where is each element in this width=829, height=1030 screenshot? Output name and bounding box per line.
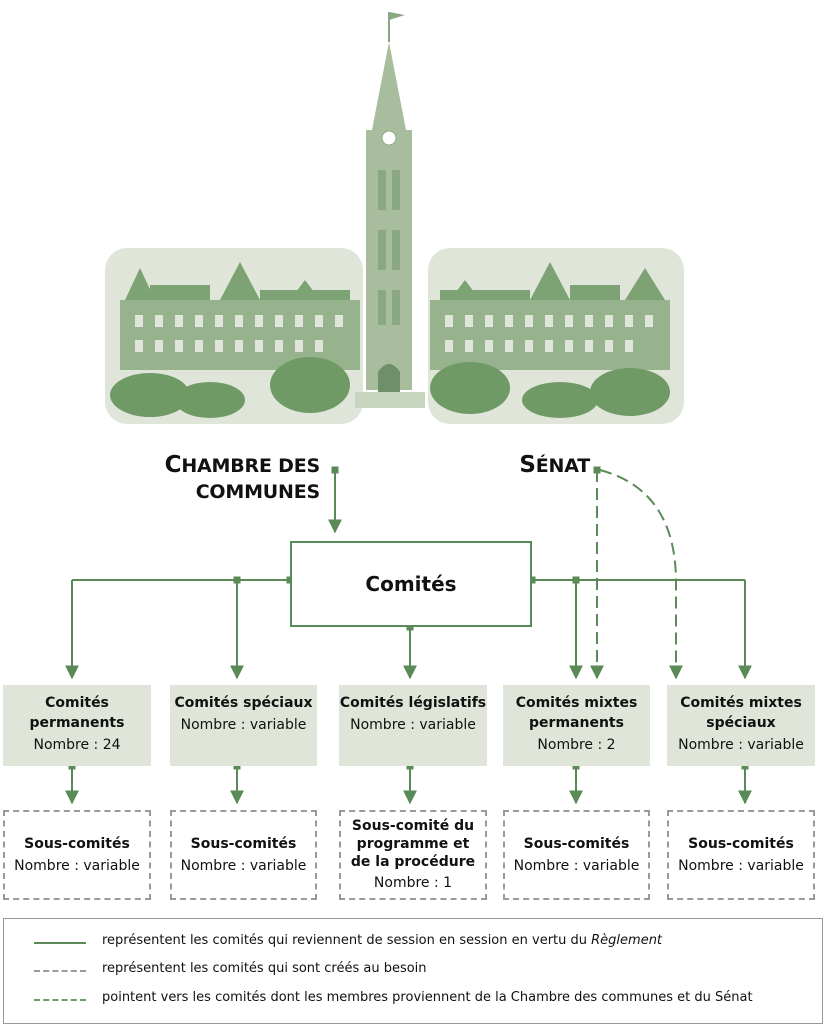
standing-committees-box: Comités permanents Nombre : 24: [3, 685, 151, 766]
category-count: Nombre : variable: [180, 717, 307, 733]
legend-dotted-line: [34, 970, 86, 972]
connector-node: [528, 576, 536, 584]
commons-line1: hambre des: [181, 455, 320, 477]
connector-node: [68, 762, 76, 770]
subcommittees-box: Sous-comités Nombre : variable: [667, 810, 815, 900]
legend-solid-prefix: représentent les comités qui reviennent …: [102, 933, 592, 948]
legend-dashed-text: pointent vers les comités dont les membr…: [102, 990, 753, 1005]
category-count: Nombre : variable: [678, 737, 804, 753]
special-committees-box: Comités spéciaux Nombre : variable: [170, 685, 317, 766]
subcommittees-box: Sous-comités Nombre : variable: [170, 810, 317, 900]
subcommittee-count: Nombre : variable: [180, 858, 307, 874]
category-count: Nombre : variable: [350, 717, 476, 733]
legend-solid-italic: Règlement: [591, 933, 663, 948]
subcommittees-box: Sous-comités Nombre : variable: [3, 810, 151, 900]
category-count: Nombre : 2: [537, 737, 616, 753]
subcommittees-box: Sous-comités Nombre : variable: [503, 810, 650, 900]
legend-row-dashed: pointent vers les comités dont les membr…: [4, 989, 822, 1009]
subcommittee-title: Sous-comité du programme et de la procéd…: [350, 818, 476, 870]
senate-initial: S: [519, 452, 536, 478]
connector-node: [593, 466, 601, 474]
house-of-commons-label: Chambre des communes: [150, 452, 321, 505]
subcommittee-count: Nombre : variable: [678, 858, 804, 874]
subcommittee-count: Nombre : variable: [513, 858, 640, 874]
legend-solid-line: [34, 942, 86, 944]
legend-solid-text: représentent les comités qui reviennent …: [102, 933, 662, 948]
connector-node: [233, 576, 241, 584]
commons-line2: communes: [195, 481, 321, 503]
special-joint-committees-box: Comités mixtes spéciaux Nombre : variabl…: [667, 685, 815, 766]
senate-label: Sénat: [490, 452, 590, 479]
legend-dashed-line: [34, 999, 86, 1001]
legend-dotted-text: représentent les comités qui sont créés …: [102, 961, 427, 976]
category-title: Comités spéciaux: [174, 695, 313, 711]
category-title: Comités mixtes spéciaux: [680, 695, 802, 731]
legend-row-solid: représentent les comités qui reviennent …: [4, 932, 822, 952]
category-title: Comités permanents: [29, 695, 125, 731]
standing-joint-committees-box: Comités mixtes permanents Nombre : 2: [503, 685, 650, 766]
category-title: Comités législatifs: [339, 695, 487, 711]
connector-node: [233, 762, 241, 770]
connector-node: [331, 466, 339, 474]
subcommittee-title: Sous-comités: [190, 836, 297, 852]
subcommittee-title: Sous-comités: [523, 836, 630, 852]
category-count: Nombre : 24: [33, 737, 121, 753]
subcommittee-title: Sous-comités: [24, 836, 130, 852]
connector-node: [572, 576, 580, 584]
category-title: Comités mixtes permanents: [515, 695, 638, 731]
connector-node: [572, 762, 580, 770]
subcommittee-count: Nombre : 1: [373, 875, 453, 891]
commons-line1-initial: C: [164, 452, 182, 478]
agenda-procedure-subcommittee-box: Sous-comité du programme et de la procéd…: [339, 810, 487, 900]
connector-node: [406, 623, 414, 631]
senate-to-special-joint-arrow: [599, 469, 683, 680]
subcommittee-title: Sous-comités: [688, 836, 794, 852]
legend: représentent les comités qui reviennent …: [3, 918, 823, 1024]
legislative-committees-box: Comités législatifs Nombre : variable: [339, 685, 487, 766]
committees-box: Comités: [290, 541, 532, 627]
senate-rest: énat: [535, 455, 590, 477]
connector-node: [741, 762, 749, 770]
subcommittee-count: Nombre : variable: [14, 858, 140, 874]
connector-node: [406, 762, 414, 770]
parliament-illustration: [105, 12, 684, 424]
legend-row-dotted: représentent les comités qui sont créés …: [4, 960, 822, 980]
committees-title: Comités: [365, 572, 457, 596]
